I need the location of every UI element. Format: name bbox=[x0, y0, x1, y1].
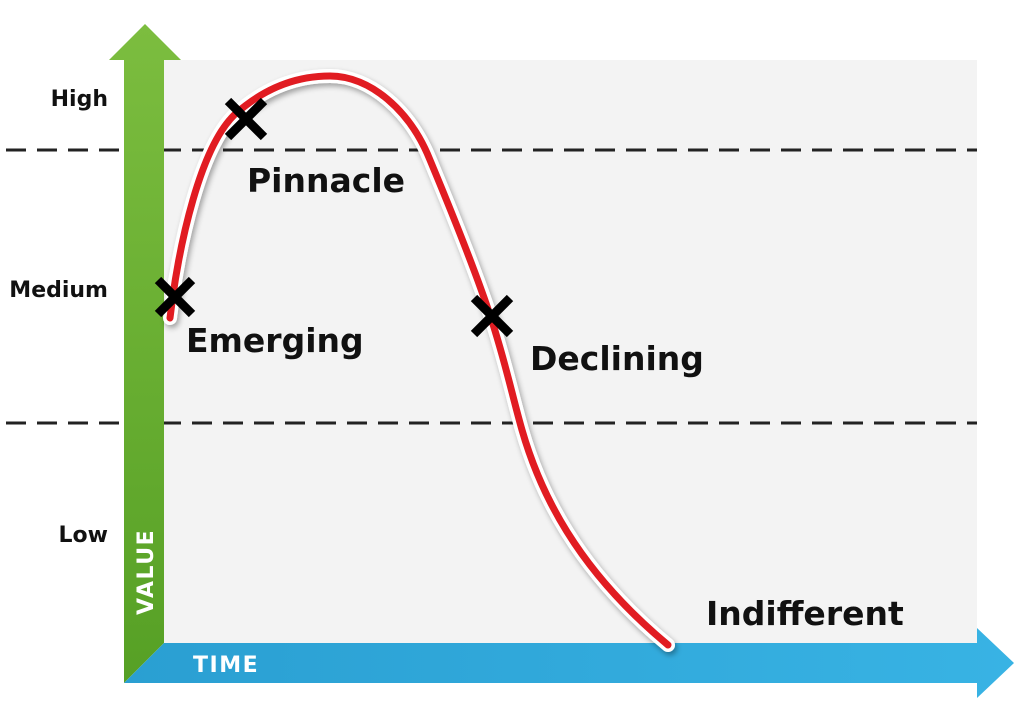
emerging-marker-icon bbox=[154, 276, 196, 318]
stage-label-emerging: Emerging bbox=[186, 321, 364, 360]
level-label-low: Low bbox=[59, 523, 108, 548]
value-axis-label: VALUE bbox=[134, 529, 159, 615]
time-axis-label: TIME bbox=[193, 653, 259, 678]
stage-label-declining: Declining bbox=[530, 339, 704, 378]
value-axis-arrow bbox=[109, 24, 181, 683]
level-label-medium: Medium bbox=[9, 278, 108, 303]
lifecycle-curve bbox=[163, 68, 675, 652]
stage-label-pinnacle: Pinnacle bbox=[247, 161, 405, 200]
time-axis-arrow bbox=[124, 628, 1014, 698]
level-label-high: High bbox=[51, 87, 108, 112]
pinnacle-marker-icon bbox=[224, 97, 268, 141]
stage-label-indifferent: Indifferent bbox=[706, 594, 904, 633]
declining-marker-icon bbox=[470, 294, 514, 338]
